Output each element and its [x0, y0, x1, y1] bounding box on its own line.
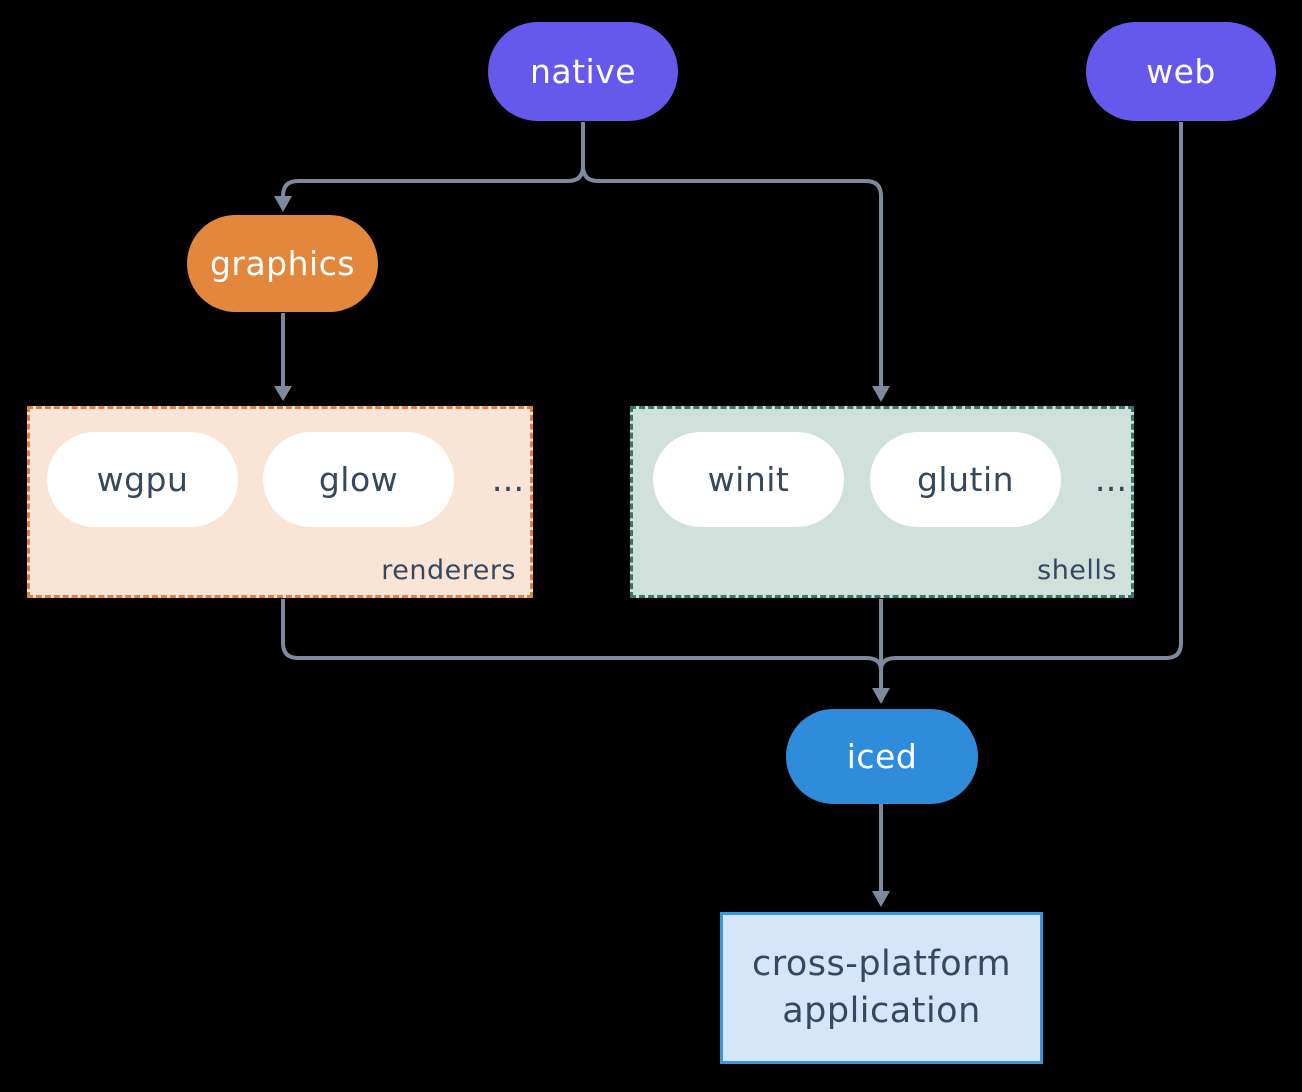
- connector-native-to-graphics: [281, 122, 585, 198]
- node-graphics: graphics: [187, 215, 378, 312]
- node-wgpu: wgpu: [47, 432, 238, 527]
- group-shells: winit glutin ... shells: [630, 406, 1134, 598]
- application-label-line1: cross-platform: [751, 943, 1012, 984]
- shells-ellipsis: ...: [1094, 459, 1128, 500]
- node-iced-label: iced: [846, 737, 918, 776]
- connector-renderers-to-merge: [281, 599, 883, 671]
- node-web: web: [1086, 22, 1276, 121]
- node-native-label: native: [529, 52, 637, 91]
- arrowhead-renderers: [274, 386, 292, 401]
- node-web-label: web: [1146, 52, 1216, 91]
- node-graphics-label: graphics: [209, 244, 356, 283]
- arrowhead-iced: [872, 688, 890, 704]
- node-glow: glow: [263, 432, 454, 527]
- renderers-ellipsis: ...: [491, 459, 525, 500]
- arrowhead-shells: [872, 386, 890, 402]
- arrowhead-graphics: [274, 196, 292, 212]
- arrowhead-application: [872, 891, 890, 907]
- group-renderers: wgpu glow ... renderers: [27, 406, 533, 598]
- node-glow-label: glow: [318, 460, 399, 499]
- node-native: native: [488, 22, 678, 121]
- node-iced: iced: [786, 709, 978, 804]
- node-wgpu-label: wgpu: [96, 460, 189, 499]
- node-glutin-label: glutin: [916, 460, 1015, 499]
- node-cross-platform-application: cross-platform application: [720, 912, 1043, 1064]
- group-shells-label: shells: [1037, 555, 1117, 586]
- node-winit-label: winit: [707, 460, 790, 499]
- node-glutin: glutin: [870, 432, 1061, 527]
- group-renderers-label: renderers: [381, 555, 516, 586]
- application-label-line2: application: [782, 991, 981, 1031]
- node-winit: winit: [653, 432, 844, 527]
- connector-native-to-shells: [581, 122, 883, 388]
